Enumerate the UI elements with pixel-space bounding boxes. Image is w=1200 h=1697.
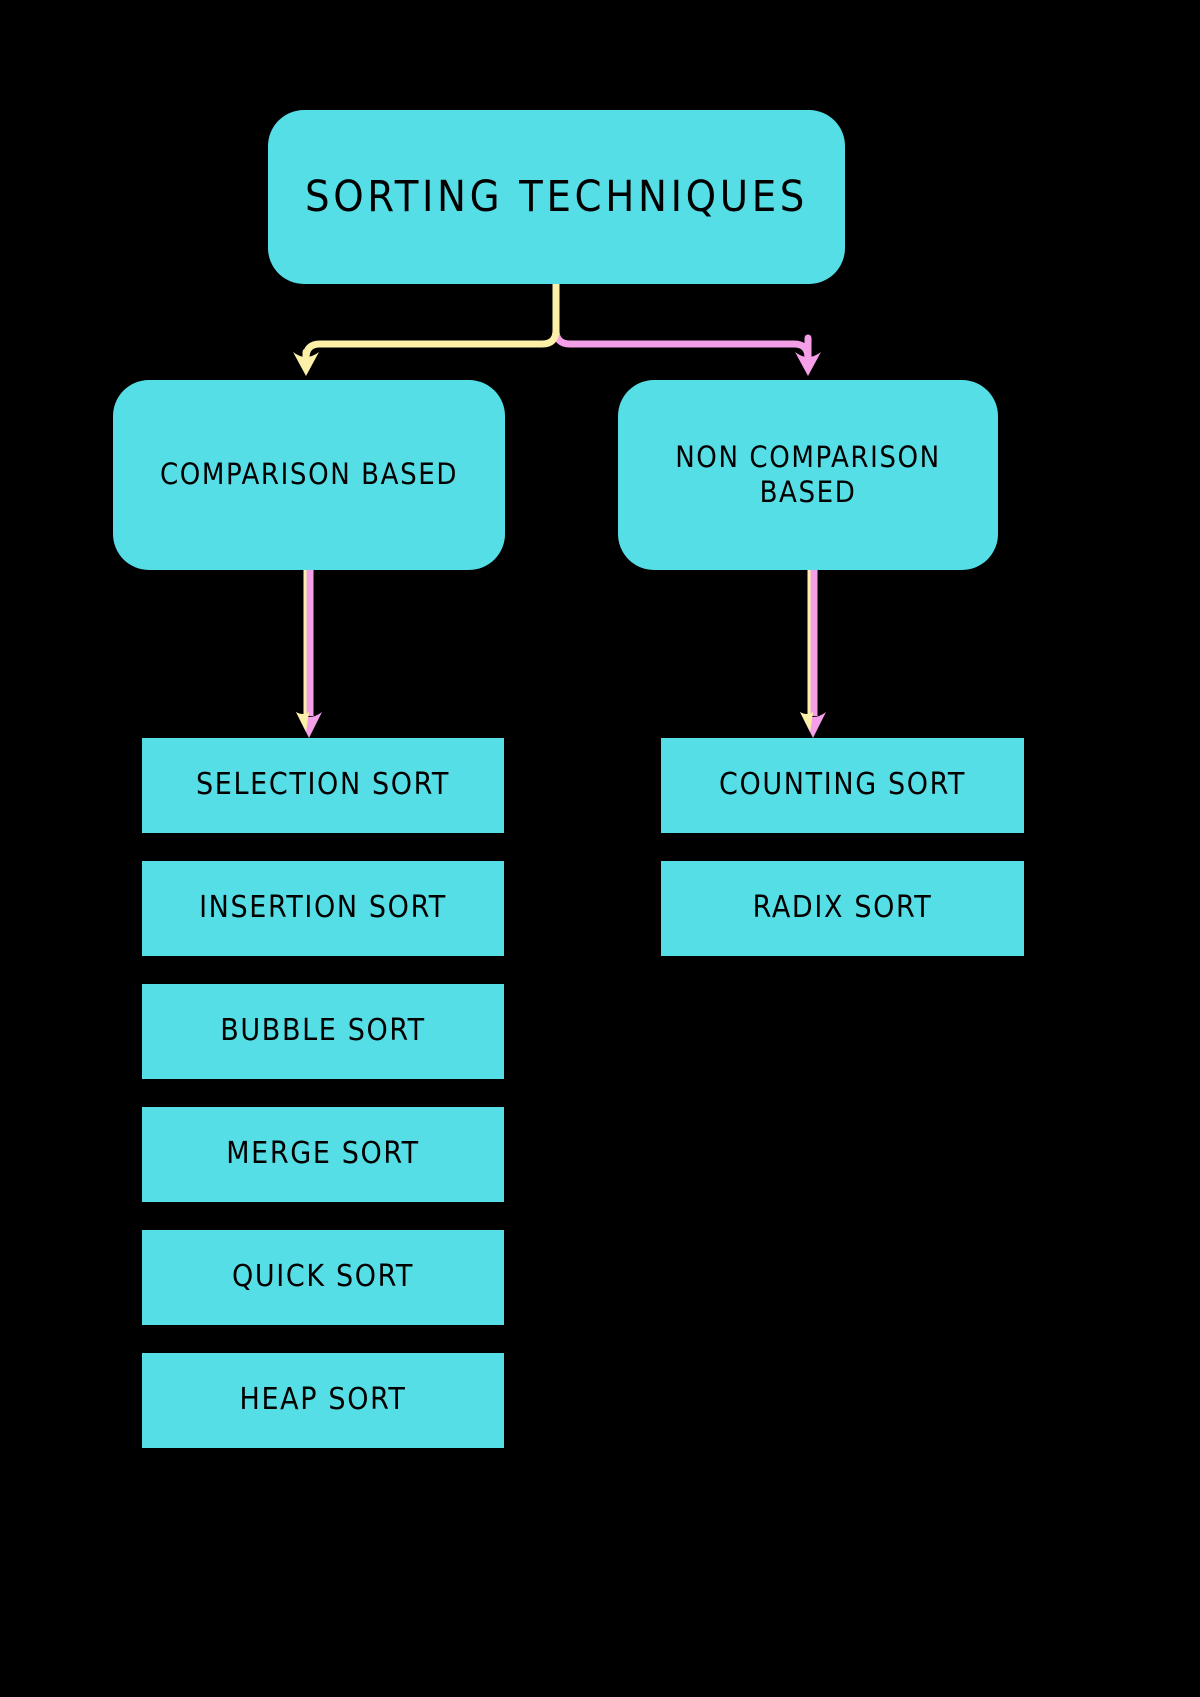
edge-comparison-to-selection-sort [296, 570, 322, 738]
edge-non-comparison-to-counting-sort [800, 570, 826, 738]
node-heap-sort[interactable]: HEAP SORT [142, 1353, 504, 1448]
node-quick-sort[interactable]: QUICK SORT [142, 1230, 504, 1325]
node-merge-sort[interactable]: MERGE SORT [142, 1107, 504, 1202]
node-sorting-techniques[interactable]: SORTING TECHNIQUES [268, 110, 845, 284]
node-selection-sort[interactable]: SELECTION SORT [142, 738, 504, 833]
label-line-1: NON COMPARISON [675, 439, 941, 474]
node-comparison-based[interactable]: COMPARISON BASED [113, 380, 505, 570]
node-counting-sort[interactable]: COUNTING SORT [661, 738, 1024, 833]
edge-root-to-comparison [293, 280, 560, 376]
node-bubble-sort[interactable]: BUBBLE SORT [142, 984, 504, 1079]
node-non-comparison-based[interactable]: NON COMPARISON BASED [618, 380, 998, 570]
node-radix-sort[interactable]: RADIX SORT [661, 861, 1024, 956]
node-insertion-sort[interactable]: INSERTION SORT [142, 861, 504, 956]
edge-root-to-non-comparison [552, 280, 821, 376]
node-non-comparison-based-label: NON COMPARISON BASED [675, 440, 941, 511]
label-line-2: BASED [759, 475, 857, 509]
